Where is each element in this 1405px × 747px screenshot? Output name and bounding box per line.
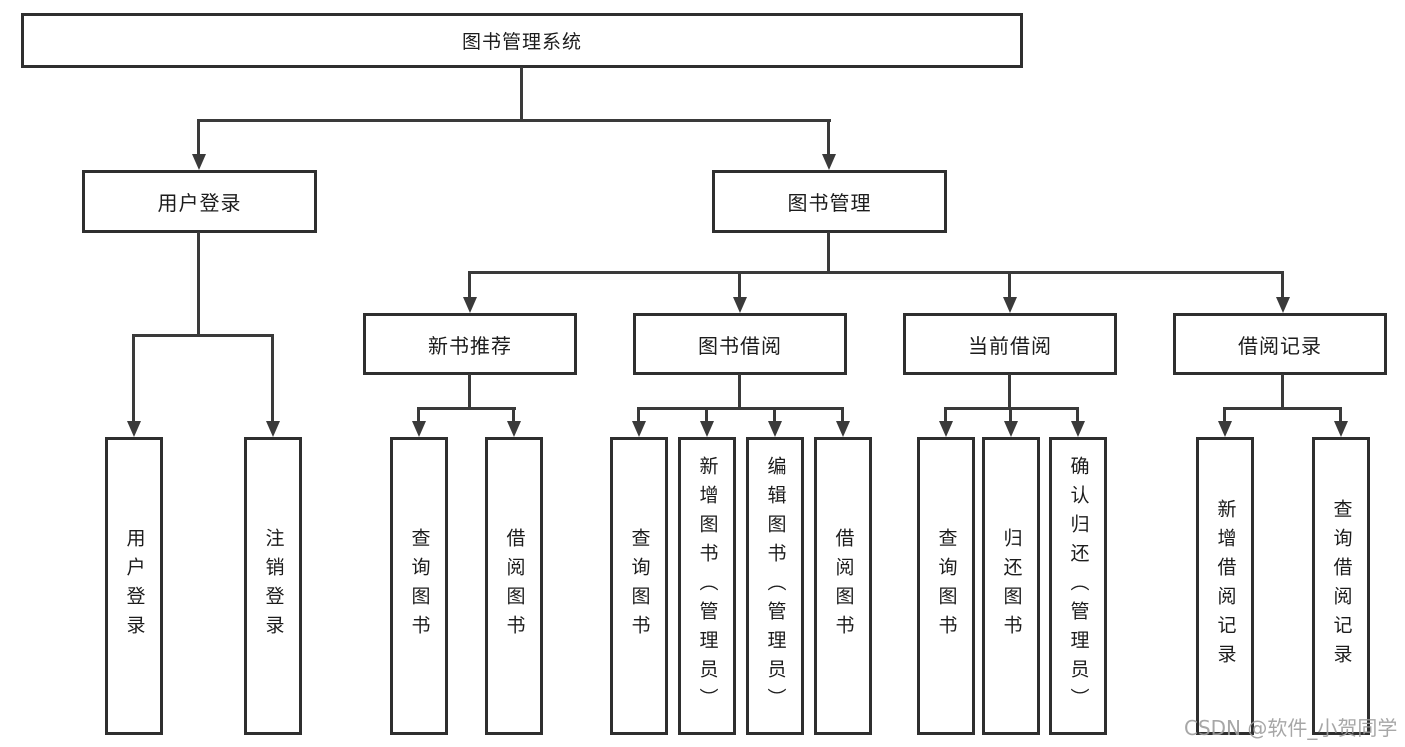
node-book-borrow-label: 图书借阅 [698, 333, 782, 358]
edge-line [1008, 374, 1011, 410]
node-root: 图书管理系统 [21, 13, 1023, 68]
leaf-query-books-1-label: 查询图书 [408, 528, 431, 644]
leaf-add-borrow-record: 新增借阅记录 [1196, 437, 1254, 735]
edge-line [417, 407, 420, 423]
edge-line [1008, 271, 1011, 299]
edge-line [944, 407, 947, 423]
edge-line [197, 232, 200, 336]
arrow-down-icon [700, 421, 714, 437]
edge-line [132, 334, 274, 337]
arrow-down-icon [939, 421, 953, 437]
leaf-borrow-books-2-label: 借阅图书 [832, 528, 855, 644]
node-book-management: 图书管理 [712, 170, 947, 233]
leaf-query-books-2-label: 查询图书 [628, 528, 651, 644]
leaf-user-login: 用户登录 [105, 437, 163, 735]
csdn-watermark: CSDN @软件_小贺同学 [1184, 716, 1398, 740]
edge-line [705, 407, 708, 423]
node-current-borrow-label: 当前借阅 [968, 333, 1052, 358]
edge-line [637, 407, 844, 410]
leaf-add-borrow-record-label: 新增借阅记录 [1214, 499, 1237, 673]
edge-line [271, 334, 274, 423]
edge-line [1281, 374, 1284, 410]
edge-line [637, 407, 640, 423]
leaf-logout: 注销登录 [244, 437, 302, 735]
node-current-borrow: 当前借阅 [903, 313, 1117, 375]
edge-line [468, 271, 471, 299]
arrow-down-icon [127, 421, 141, 437]
arrow-down-icon [1004, 421, 1018, 437]
leaf-query-books-2: 查询图书 [610, 437, 668, 735]
arrow-down-icon [266, 421, 280, 437]
arrow-down-icon [412, 421, 426, 437]
arrow-down-icon [768, 421, 782, 437]
edge-line [827, 232, 830, 273]
node-user-login: 用户登录 [82, 170, 317, 233]
edge-line [738, 374, 741, 410]
edge-line [841, 407, 844, 423]
arrow-down-icon [1003, 297, 1017, 313]
edge-line [520, 67, 523, 120]
edge-line [1281, 271, 1284, 299]
leaf-confirm-return-admin-label: 确认归还（管理员） [1067, 455, 1090, 717]
edge-line [1223, 407, 1226, 423]
leaf-borrow-books-2: 借阅图书 [814, 437, 872, 735]
leaf-borrow-books-1: 借阅图书 [485, 437, 543, 735]
arrow-down-icon [822, 154, 836, 170]
leaf-edit-book-admin-label: 编辑图书（管理员） [764, 455, 787, 717]
edge-line [417, 407, 516, 410]
edge-line [827, 119, 830, 157]
leaf-add-book-admin-label: 新增图书（管理员） [696, 455, 719, 717]
node-new-book-recommend-label: 新书推荐 [428, 333, 512, 358]
leaf-add-book-admin: 新增图书（管理员） [678, 437, 736, 735]
arrow-down-icon [507, 421, 521, 437]
arrow-down-icon [1071, 421, 1085, 437]
edge-line [773, 407, 776, 423]
node-new-book-recommend: 新书推荐 [363, 313, 577, 375]
edge-line [132, 334, 135, 423]
leaf-logout-label: 注销登录 [262, 528, 285, 644]
node-book-borrow: 图书借阅 [633, 313, 847, 375]
leaf-return-book-label: 归还图书 [1000, 528, 1023, 644]
node-user-login-label: 用户登录 [157, 191, 242, 215]
node-borrow-records: 借阅记录 [1173, 313, 1387, 375]
edge-line [197, 119, 831, 122]
edge-line [1223, 407, 1342, 410]
arrow-down-icon [1334, 421, 1348, 437]
node-book-management-label: 图书管理 [787, 191, 872, 215]
node-borrow-records-label: 借阅记录 [1238, 333, 1322, 358]
node-root-label: 图书管理系统 [461, 31, 582, 53]
edge-line [738, 271, 741, 299]
leaf-query-borrow-record-label: 查询借阅记录 [1330, 499, 1353, 673]
leaf-confirm-return-admin: 确认归还（管理员） [1049, 437, 1107, 735]
leaf-edit-book-admin: 编辑图书（管理员） [746, 437, 804, 735]
edge-line [1339, 407, 1342, 423]
arrow-down-icon [632, 421, 646, 437]
edge-line [468, 374, 471, 410]
edge-line [197, 119, 200, 157]
edge-line [1076, 407, 1079, 423]
leaf-borrow-books-1-label: 借阅图书 [503, 528, 526, 644]
edge-line [512, 407, 515, 423]
leaf-query-borrow-record: 查询借阅记录 [1312, 437, 1370, 735]
arrow-down-icon [1276, 297, 1290, 313]
edge-line [468, 271, 1284, 274]
arrow-down-icon [1218, 421, 1232, 437]
arrow-down-icon [192, 154, 206, 170]
arrow-down-icon [733, 297, 747, 313]
arrow-down-icon [463, 297, 477, 313]
leaf-return-book: 归还图书 [982, 437, 1040, 735]
arrow-down-icon [836, 421, 850, 437]
leaf-user-login-label: 用户登录 [123, 528, 146, 644]
leaf-query-books-3: 查询图书 [917, 437, 975, 735]
edge-line [1009, 407, 1012, 423]
leaf-query-books-1: 查询图书 [390, 437, 448, 735]
leaf-query-books-3-label: 查询图书 [935, 528, 958, 644]
